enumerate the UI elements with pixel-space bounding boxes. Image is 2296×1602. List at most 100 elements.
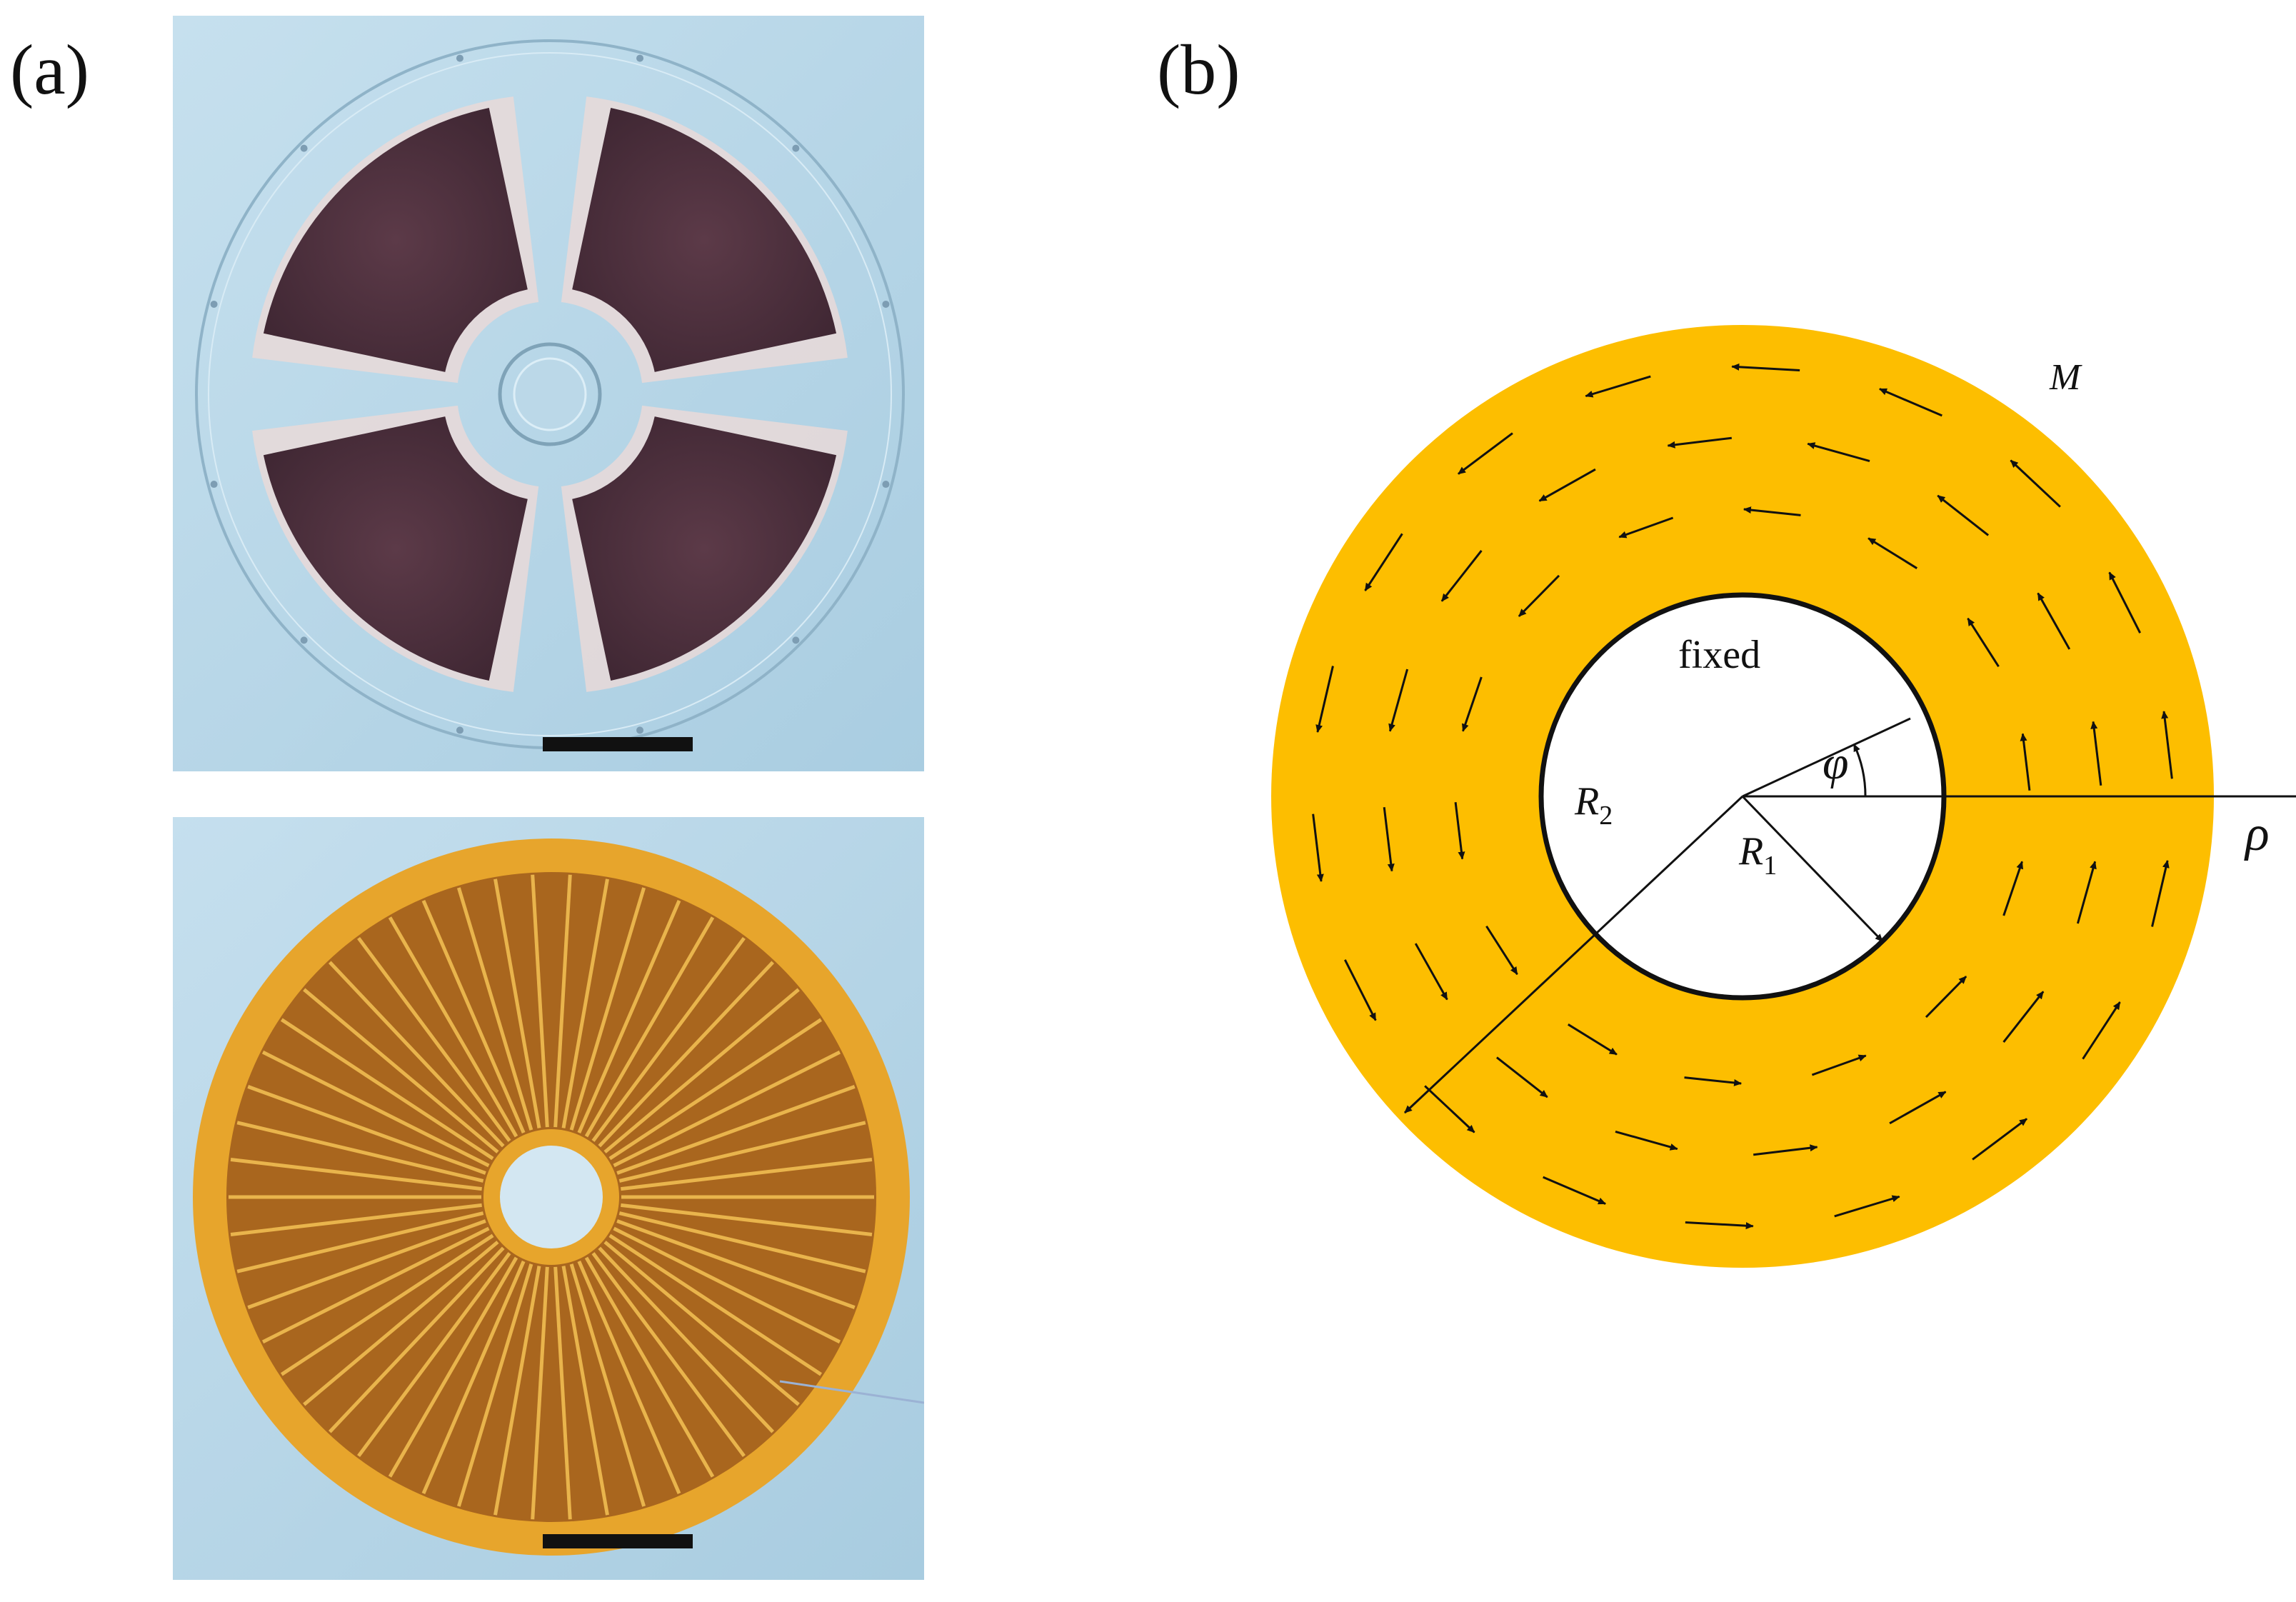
magnetization-arrow [1731, 363, 1800, 371]
radial-conductor [303, 1241, 499, 1406]
magnetization-arrows [1312, 363, 2173, 1230]
magnetization-arrow [1667, 436, 1732, 449]
radial-conductor [598, 1246, 774, 1433]
coil-center-hole [500, 1146, 603, 1248]
holder-center-ring [498, 342, 602, 446]
magnetization-arrow [1618, 516, 1674, 539]
coil-radial-conductors [229, 874, 874, 1520]
magnetization-arrow [1753, 1144, 1818, 1156]
magnetization-arrow [2108, 571, 2142, 634]
radial-conductor [421, 899, 526, 1134]
radial-conductor [247, 1085, 486, 1175]
sector-magnet-1 [263, 107, 528, 372]
magnetization-arrow [1807, 442, 1870, 463]
mounting-hole [210, 481, 218, 489]
radial-conductor [329, 1246, 505, 1433]
radial-conductor [388, 916, 518, 1138]
radial-conductor [603, 988, 800, 1153]
radial-conductor [388, 1256, 518, 1478]
magnetization-arrow [1495, 1056, 1548, 1098]
radial-conductor [608, 1018, 823, 1161]
radial-conductor [261, 1050, 490, 1168]
sector-magnet-4 [263, 416, 528, 681]
magnetization-arrow [1811, 1054, 1867, 1076]
sector-magnet-2 [572, 107, 837, 372]
magnetization-arrow [1315, 666, 1334, 733]
outer-radius-label: R2 [1574, 779, 1613, 831]
magnetization-arrow [1458, 432, 1513, 475]
magnetization-arrow [1868, 537, 1917, 569]
magnetization-arrow [1462, 676, 1483, 732]
radial-conductor [230, 1203, 482, 1236]
radial-conductor [236, 1121, 484, 1183]
radial-conductor [553, 874, 572, 1128]
radial-conductor [598, 961, 774, 1148]
magnetization-arrow [1585, 375, 1651, 398]
radial-conductor [561, 878, 609, 1128]
radial-conductor [247, 1219, 486, 1309]
magnetization-arrow [1414, 943, 1448, 1001]
magnetization-arrow [1424, 1085, 1475, 1133]
magnetization-arrow [2161, 711, 2173, 779]
radial-conductor [584, 1256, 715, 1478]
radial-conductor [280, 1018, 494, 1161]
holder-center-hole [513, 357, 587, 431]
panel-label-a: (a) [10, 30, 89, 109]
radial-conductor [236, 1211, 484, 1273]
angle-arc [1853, 744, 1867, 797]
radial-conductor [553, 1266, 572, 1520]
radial-conductor [456, 1263, 533, 1507]
radial-conductor [577, 1260, 681, 1495]
radial-conductor [421, 1260, 526, 1495]
magnetization-arrow [2076, 861, 2097, 924]
magnetization-arrow [1568, 1023, 1618, 1056]
magnetization-arrow [2037, 592, 2071, 650]
radial-conductor [493, 878, 541, 1128]
radial-conductor [531, 874, 549, 1128]
radial-conductor [616, 1219, 856, 1309]
mounting-hole [882, 300, 890, 308]
magnetization-arrow [2151, 860, 2170, 927]
radial-conductor [608, 1233, 823, 1376]
radial-conductor [618, 1211, 866, 1273]
photo-radial-coil [173, 817, 924, 1580]
center-label: fixed [1678, 633, 1760, 677]
radial-conductor [531, 1266, 549, 1520]
radial-conductor [357, 1252, 511, 1458]
mounting-hole [792, 636, 800, 644]
radial-conductor [613, 1226, 841, 1344]
magnetization-arrow [1889, 1091, 1947, 1125]
radial-conductor [621, 1203, 873, 1236]
magnetization-arrow [2002, 861, 2023, 916]
mounting-hole [882, 481, 890, 489]
magnetization-arrow [1312, 813, 1324, 882]
radial-conductor [584, 916, 715, 1138]
radial-conductor [280, 1233, 494, 1376]
magnetization-arrow [1685, 1221, 1754, 1230]
photo-magnet-holder [173, 16, 924, 771]
radial-conductor [577, 899, 681, 1134]
panel-label-b: (b) [1157, 30, 1240, 109]
magnetization-arrow [2002, 991, 2045, 1043]
magnetization-arrow [1538, 468, 1596, 502]
magnetization-arrow [1485, 925, 1518, 975]
radial-conductor [603, 1241, 800, 1406]
magnetization-arrow [1743, 506, 1801, 516]
magnetization-arrow [1364, 533, 1403, 591]
magnetization-arrow [2020, 733, 2031, 791]
magnetization-arrow [2090, 721, 2102, 786]
mounting-hole [456, 54, 463, 62]
magnetization-arrow [1879, 388, 1942, 417]
inner-radius-arrow [1741, 795, 1884, 943]
angle-label: φ [1823, 737, 1849, 789]
mounting-hole [300, 636, 308, 644]
mounting-hole [792, 144, 800, 152]
magnetization-arrow [1615, 1130, 1678, 1151]
mounting-holes [210, 54, 890, 734]
sector-magnet-3 [572, 416, 837, 681]
magnetization-arrow [1834, 1195, 1900, 1218]
magnetization-arrow [1383, 807, 1395, 872]
mounting-hole [636, 726, 644, 734]
mounting-hole [210, 300, 218, 308]
radial-conductor [561, 1266, 609, 1516]
